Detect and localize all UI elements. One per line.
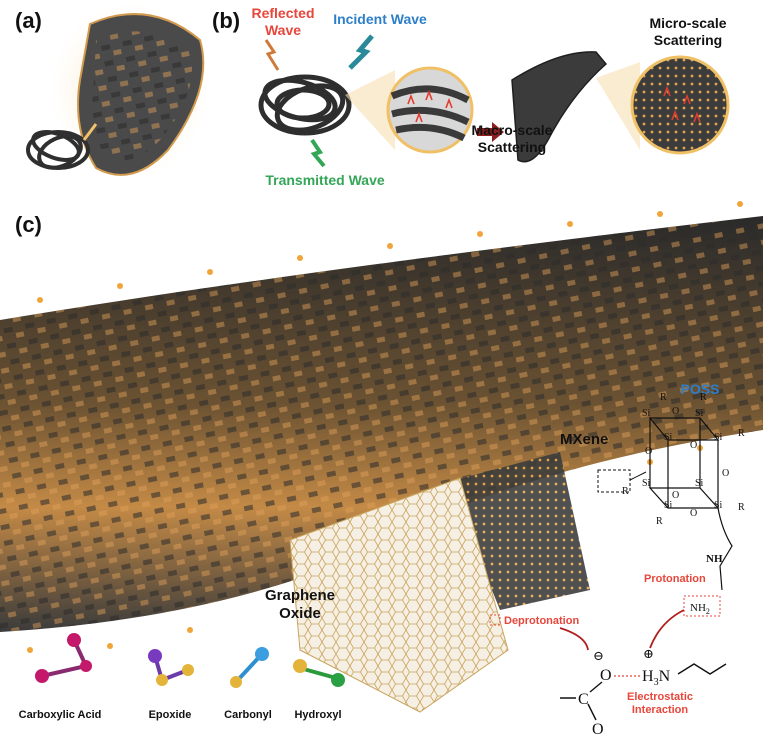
legend-carboxylic-label: Carboxylic Acid — [19, 709, 102, 721]
fiber-bundle-a — [26, 130, 90, 170]
reflected-wave-arrow — [264, 39, 280, 71]
fiber-surface-texture — [92, 31, 192, 161]
legend-carboxylic: Carboxylic Acid — [19, 633, 102, 721]
reflected-wave-label-2: Wave — [265, 22, 301, 38]
svg-text:Si: Si — [714, 432, 723, 443]
poss-ligand-link — [629, 471, 647, 481]
legend-hydroxyl: Hydroxyl — [293, 659, 345, 721]
micro-scatter-marks — [663, 85, 701, 123]
porous-fiber — [511, 51, 608, 163]
zoom-connector — [82, 123, 98, 141]
zoom-beam-2 — [596, 62, 640, 150]
macro-arrow — [477, 122, 504, 142]
legend-hydroxyl-label: Hydroxyl — [294, 709, 341, 721]
svg-text:Si: Si — [642, 478, 651, 489]
svg-text:Si: Si — [695, 478, 704, 489]
incident-wave-arrow — [348, 34, 374, 70]
legend-carbonyl: Carbonyl — [224, 647, 272, 721]
svg-text:O: O — [672, 490, 679, 501]
deprotonation-label: Deprotonation — [504, 615, 579, 627]
panel-a: (a) — [15, 2, 210, 178]
protonation-label: Protonation — [644, 573, 706, 585]
carbonyl-o: O — [592, 721, 604, 738]
svg-text:Si: Si — [714, 500, 723, 511]
svg-text:R: R — [738, 502, 745, 513]
panel-a-label: (a) — [15, 8, 42, 33]
poss-ligand-box — [597, 469, 631, 493]
svg-text:O: O — [672, 406, 679, 417]
poss-cage — [648, 417, 733, 591]
svg-text:O: O — [722, 468, 729, 479]
svg-text:R: R — [622, 486, 629, 497]
carboxyl-carbon: C — [578, 691, 589, 708]
micro-zoom-circle — [630, 55, 730, 155]
legend-epoxide: Epoxide — [148, 649, 194, 721]
electrostatic-label-1: Electrostatic — [627, 691, 693, 703]
micro-scattering-label-1: Micro-scale — [649, 15, 726, 31]
fiber-bundle-b — [258, 74, 352, 136]
carboxylate-o: O — [600, 667, 612, 684]
amine-nh: NH — [706, 553, 723, 565]
svg-text:Si: Si — [664, 500, 673, 511]
panel-b: (b) Reflected Wave Incident Wave Transmi… — [212, 5, 730, 188]
svg-text:O: O — [690, 440, 697, 451]
surface-ligands — [27, 201, 743, 653]
macro-scattering-label-1: Macro-scale — [472, 122, 553, 138]
svg-text:R: R — [700, 392, 707, 403]
svg-text:R: R — [656, 516, 663, 527]
svg-text:Si: Si — [642, 408, 651, 419]
graphene-oxide-label-1: Graphene — [265, 587, 335, 604]
macro-scatter-marks — [407, 89, 453, 123]
carboxylate-minus: ⊖ — [593, 648, 604, 663]
reflected-wave-label-1: Reflected — [251, 5, 314, 21]
deprotonation-site-box — [489, 614, 501, 626]
protonation-arrow — [649, 609, 685, 649]
micro-scattering-label-2: Scattering — [654, 32, 722, 48]
macro-scattering-label-2: Scattering — [478, 139, 546, 155]
panel-c-label: (c) — [15, 212, 42, 237]
fiber-strand-texture — [0, 216, 763, 632]
ammonium-h3n: H3N — [642, 668, 671, 688]
macro-zoom-fibers — [390, 85, 470, 142]
ammonium-plus: ⊕ — [643, 646, 654, 661]
graphene-oxide-label-2: Oxide — [279, 605, 321, 622]
carboxyl-bonds — [560, 681, 603, 721]
panel-b-label: (b) — [212, 8, 240, 33]
deprotonation-arrow — [559, 627, 589, 651]
poss-label: POSS — [681, 381, 720, 397]
electrostatic-label-2: Interaction — [632, 704, 689, 716]
zoom-beam-1 — [345, 70, 395, 150]
amine-nh2: NH2 — [690, 602, 710, 616]
legend-carbonyl-label: Carbonyl — [224, 709, 272, 721]
svg-text:O: O — [690, 508, 697, 519]
svg-text:O: O — [645, 446, 652, 457]
panel-c: (c) MXene Graphene Oxide Deprotonation P… — [0, 201, 763, 738]
nh2-site-box — [683, 595, 721, 617]
svg-text:Si: Si — [664, 432, 673, 443]
propyl-chain — [677, 663, 727, 675]
svg-text:R: R — [738, 428, 745, 439]
graphene-oxide-hex-lattice — [290, 478, 508, 712]
legend-epoxide-label: Epoxide — [149, 709, 192, 721]
svg-text:R: R — [660, 392, 667, 403]
svg-text:Si: Si — [695, 408, 704, 419]
transmitted-wave-arrow — [310, 138, 326, 168]
mxene-sheet — [448, 452, 590, 610]
transmitted-wave-label: Transmitted Wave — [265, 172, 385, 188]
incident-wave-label: Incident Wave — [333, 11, 427, 27]
mxene-label: MXene — [560, 431, 608, 448]
